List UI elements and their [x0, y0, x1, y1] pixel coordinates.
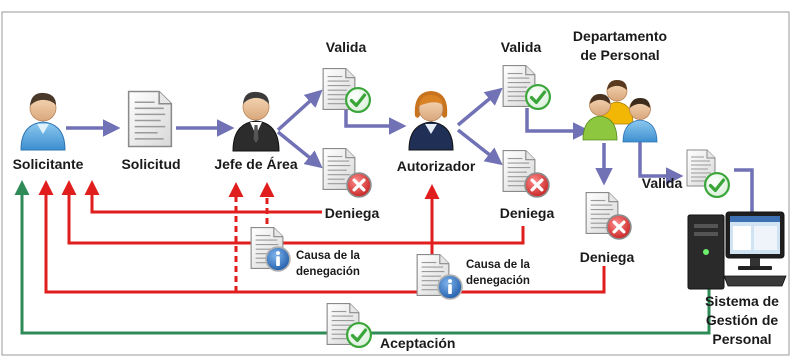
arrow-jefe-to-deniega	[276, 130, 323, 169]
deniega-1-cross-icon	[346, 172, 372, 198]
departamento-label-line1: Departamento	[573, 28, 667, 44]
arrow-autorizador-to-valida	[456, 87, 503, 127]
deniega-2-cross-icon	[524, 172, 550, 198]
valida-3-label: Valida	[642, 175, 683, 191]
valida-2-document-icon	[502, 64, 551, 110]
deniega-3-document-icon	[585, 191, 632, 240]
deny-arrows	[38, 180, 606, 294]
deniega-2-document-icon	[502, 149, 550, 198]
causa-2-info-icon	[437, 274, 463, 300]
arrow-deniega-jefe-to-solicitante	[84, 180, 322, 214]
sistema-label-line3: Personal	[712, 331, 771, 347]
arrow-deniega-departamento-to-solicitante	[38, 180, 606, 294]
arrow-jefe-to-valida	[276, 89, 323, 132]
arrow-autorizador-to-deniega	[456, 128, 503, 166]
aceptacion-label: Aceptación	[380, 335, 455, 351]
causa-1-label-line2: denegación	[296, 266, 360, 278]
causa-2-label-line1: Causa de la	[466, 259, 531, 271]
departamento-people-group-icon	[582, 80, 658, 143]
valida-2-label: Valida	[501, 39, 542, 55]
solicitud-document-icon	[127, 90, 173, 148]
solicitante-person-icon	[20, 92, 66, 151]
aceptacion-document-icon	[326, 303, 372, 348]
sistema-computer-icon	[687, 211, 787, 290]
flow-arrows	[66, 87, 761, 244]
causa-2-label-line2: denegación	[466, 275, 530, 287]
deniega-2-label: Deniega	[500, 205, 555, 221]
aceptacion-check-icon	[346, 322, 372, 348]
diagram-frame	[1, 11, 790, 356]
deniega-3-cross-icon	[606, 214, 632, 240]
departamento-label-line2: de Personal	[580, 47, 659, 63]
valida-2-check-icon	[525, 84, 551, 110]
valida-1-check-icon	[345, 87, 371, 113]
valida-1-label: Valida	[326, 39, 367, 55]
arrow-deniega-autorizador-to-solicitante	[61, 180, 525, 245]
solicitud-label: Solicitud	[121, 156, 180, 172]
arrow-departamento-to-valida	[638, 140, 684, 185]
deniega-1-label: Deniega	[325, 205, 380, 221]
valida-3-check-icon	[704, 172, 730, 198]
valida-1-document-icon	[322, 67, 371, 113]
causa-1-document-icon	[250, 226, 291, 272]
autorizador-label: Autorizador	[397, 158, 476, 174]
sistema-label-line2: Gestión de	[706, 312, 779, 328]
autorizador-woman-icon	[408, 91, 454, 151]
causa-2-document-icon	[416, 253, 463, 300]
causa-1-label-line1: Causa de la	[296, 250, 361, 262]
deniega-3-label: Deniega	[580, 249, 635, 265]
valida-3-document-icon	[686, 149, 730, 198]
sistema-label-line1: Sistema de	[705, 293, 779, 309]
jefe-manager-icon	[232, 91, 280, 152]
solicitante-label: Solicitante	[13, 156, 84, 172]
arrow-valida-to-departamento	[525, 108, 591, 140]
arrow-valida-to-autorizador	[344, 106, 407, 135]
deniega-1-document-icon	[322, 147, 372, 198]
jefe-label: Jefe de Área	[214, 156, 297, 172]
causa-1-info-icon	[265, 246, 291, 272]
